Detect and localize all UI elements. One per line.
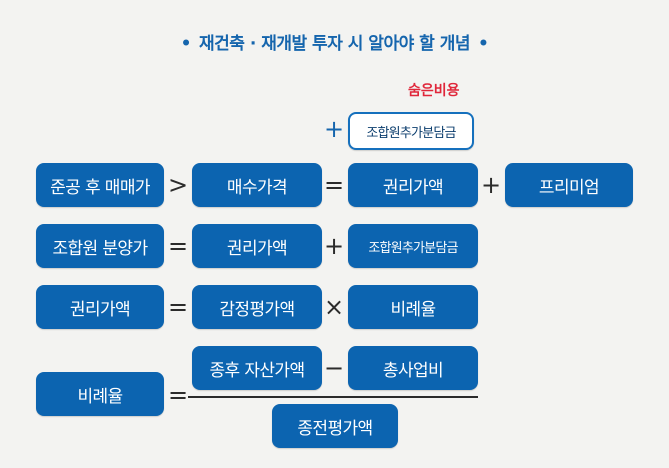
proportional-rate-box-row4: 비례율 <box>36 372 164 416</box>
additional-contribution-box-top: 조합원추가분담금 <box>348 112 474 150</box>
equals-operator-row1: = <box>323 171 345 199</box>
title-bullet-right: • <box>478 34 489 54</box>
times-operator: × <box>323 293 345 321</box>
plus-operator-row0: + <box>323 115 345 143</box>
member-sale-price-box: 조합원 분양가 <box>36 224 164 268</box>
minus-operator: − <box>323 354 345 382</box>
pre-project-appraisal-box: 종전평가액 <box>272 404 398 448</box>
title-bullet-left: • <box>180 34 192 54</box>
rights-value-box-row3: 권리가액 <box>36 285 164 329</box>
equals-operator-row2: = <box>167 232 189 260</box>
equals-operator-row3: = <box>167 293 189 321</box>
diagram-title: • 재건축 · 재개발 투자 시 알아야 할 개념 • <box>0 29 669 54</box>
premium-box: 프리미엄 <box>505 163 633 207</box>
total-project-cost-box: 총사업비 <box>348 346 478 390</box>
plus-operator-row2: + <box>323 232 345 260</box>
greater-than-operator: > <box>167 171 189 199</box>
post-project-asset-value-box: 종후 자산가액 <box>192 346 322 390</box>
purchase-price-box: 매수가격 <box>192 163 322 207</box>
additional-contribution-box: 조합원추가분담금 <box>348 224 478 268</box>
plus-operator-row1: + <box>480 171 502 199</box>
post-completion-price-box: 준공 후 매매가 <box>36 163 164 207</box>
equals-operator-row4: = <box>167 381 189 409</box>
appraised-value-box: 감정평가액 <box>192 285 322 329</box>
rights-value-box-row1: 권리가액 <box>348 163 478 207</box>
fraction-divider <box>188 396 478 398</box>
hidden-cost-label: 숨은비용 <box>408 83 460 99</box>
title-text: 재건축 · 재개발 투자 시 알아야 할 개념 <box>199 34 471 54</box>
rights-value-box-row2: 권리가액 <box>192 224 322 268</box>
proportional-rate-box-row3: 비례율 <box>348 285 478 329</box>
